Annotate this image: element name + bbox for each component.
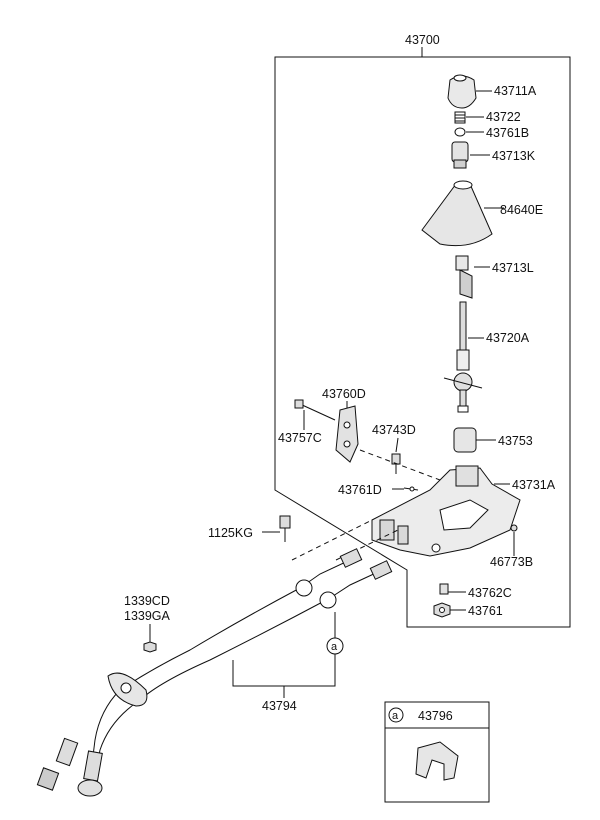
shift-knob-part[interactable] — [447, 74, 477, 109]
label-43794: 43794 — [262, 699, 297, 713]
label-43722: 43722 — [486, 110, 521, 124]
label-43761D: 43761D — [338, 483, 382, 497]
ring-part[interactable] — [454, 127, 466, 137]
shift-lever-part[interactable] — [443, 301, 483, 413]
label-43761B: 43761B — [486, 126, 529, 140]
inset-box: a 43796 — [384, 701, 490, 803]
bush-part[interactable] — [453, 427, 477, 453]
inset-marker — [388, 707, 404, 723]
shift-cable-assembly-part[interactable] — [36, 548, 393, 797]
small-bolt-part[interactable] — [510, 524, 518, 532]
inset-marker-text: a — [392, 710, 399, 722]
mounting-bolt-part[interactable] — [279, 515, 291, 542]
label-43757C: 43757C — [278, 431, 322, 445]
label-43753: 43753 — [498, 434, 533, 448]
nut-part[interactable] — [433, 602, 451, 618]
label-43762C: 43762C — [468, 586, 512, 600]
label-46773B: 46773B — [490, 555, 533, 569]
boot-part[interactable] — [421, 180, 493, 247]
label-1125KG: 1125KG — [208, 526, 253, 540]
inset-part-number: 43796 — [418, 709, 453, 723]
collar-part[interactable] — [451, 141, 469, 169]
label-43761: 43761 — [468, 604, 503, 618]
label-1339GA: 1339GA — [124, 609, 171, 623]
spring-part[interactable] — [454, 111, 466, 124]
label-84640E: 84640E — [500, 203, 543, 217]
label-43731A: 43731A — [512, 478, 556, 492]
bushing-part[interactable] — [455, 255, 473, 299]
cable-clip-part[interactable] — [415, 741, 459, 781]
label-43711A: 43711A — [494, 84, 537, 98]
label-43720A: 43720A — [486, 331, 530, 345]
bracket-part[interactable] — [335, 405, 359, 463]
spacer-part[interactable] — [439, 583, 449, 595]
cable-nut-part[interactable] — [143, 641, 157, 653]
callout-marker-text: a — [331, 641, 338, 653]
label-43713L: 43713L — [492, 261, 534, 275]
label-43743D: 43743D — [372, 423, 416, 437]
label-1339CD: 1339CD — [124, 594, 170, 608]
callout-marker — [326, 637, 344, 655]
assembly-frame — [274, 56, 571, 628]
assembly-label: 43700 — [405, 33, 440, 47]
bolt-part[interactable] — [294, 399, 336, 421]
label-43760D: 43760D — [322, 387, 366, 401]
base-housing-part[interactable] — [371, 465, 521, 557]
clip-part[interactable] — [403, 486, 419, 492]
label-43713K: 43713K — [492, 149, 536, 163]
